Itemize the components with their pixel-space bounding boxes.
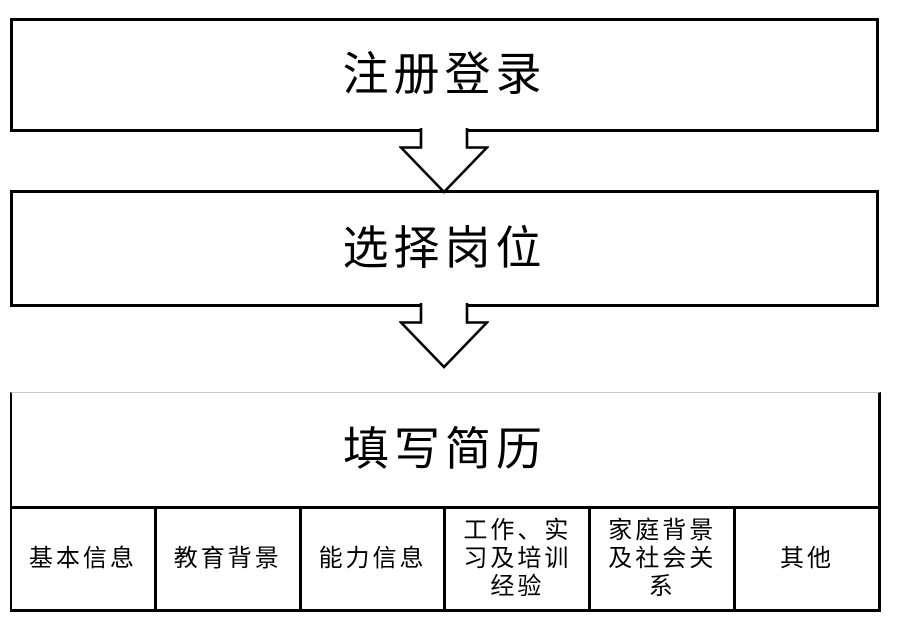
- resume-section-other: 其他: [780, 545, 835, 572]
- resume-section-ability: 能力信息: [302, 509, 447, 609]
- resume-sections-row: 基本信息 教育背景 能力信息 工作、实 习及培训 经验 家庭背景 及社会关 系 …: [12, 509, 878, 609]
- fill-resume-panel: 填写简历 基本信息 教育背景 能力信息 工作、实 习及培训 经验 家庭背景 及社…: [10, 392, 881, 612]
- flow-step-label: 注册登录: [342, 49, 547, 100]
- flow-step-label: 选择岗位: [342, 222, 547, 274]
- resume-section-family-background: 家庭背景 及社会关 系: [591, 509, 737, 609]
- flow-step-select-position: 选择岗位: [10, 190, 879, 307]
- flow-step-label: 填写简历: [343, 423, 547, 475]
- down-arrow-icon: [399, 128, 489, 194]
- resume-section-work-experience: 工作、实 习及培训 经验: [446, 509, 592, 609]
- resume-section-basic-info: 基本信息: [12, 509, 157, 609]
- flow-step-fill-resume: 填写简历: [12, 393, 878, 509]
- down-arrow-icon: [399, 303, 489, 369]
- resume-section-education: 教育背景: [157, 509, 302, 609]
- flow-step-register-login: 注册登录: [10, 18, 879, 132]
